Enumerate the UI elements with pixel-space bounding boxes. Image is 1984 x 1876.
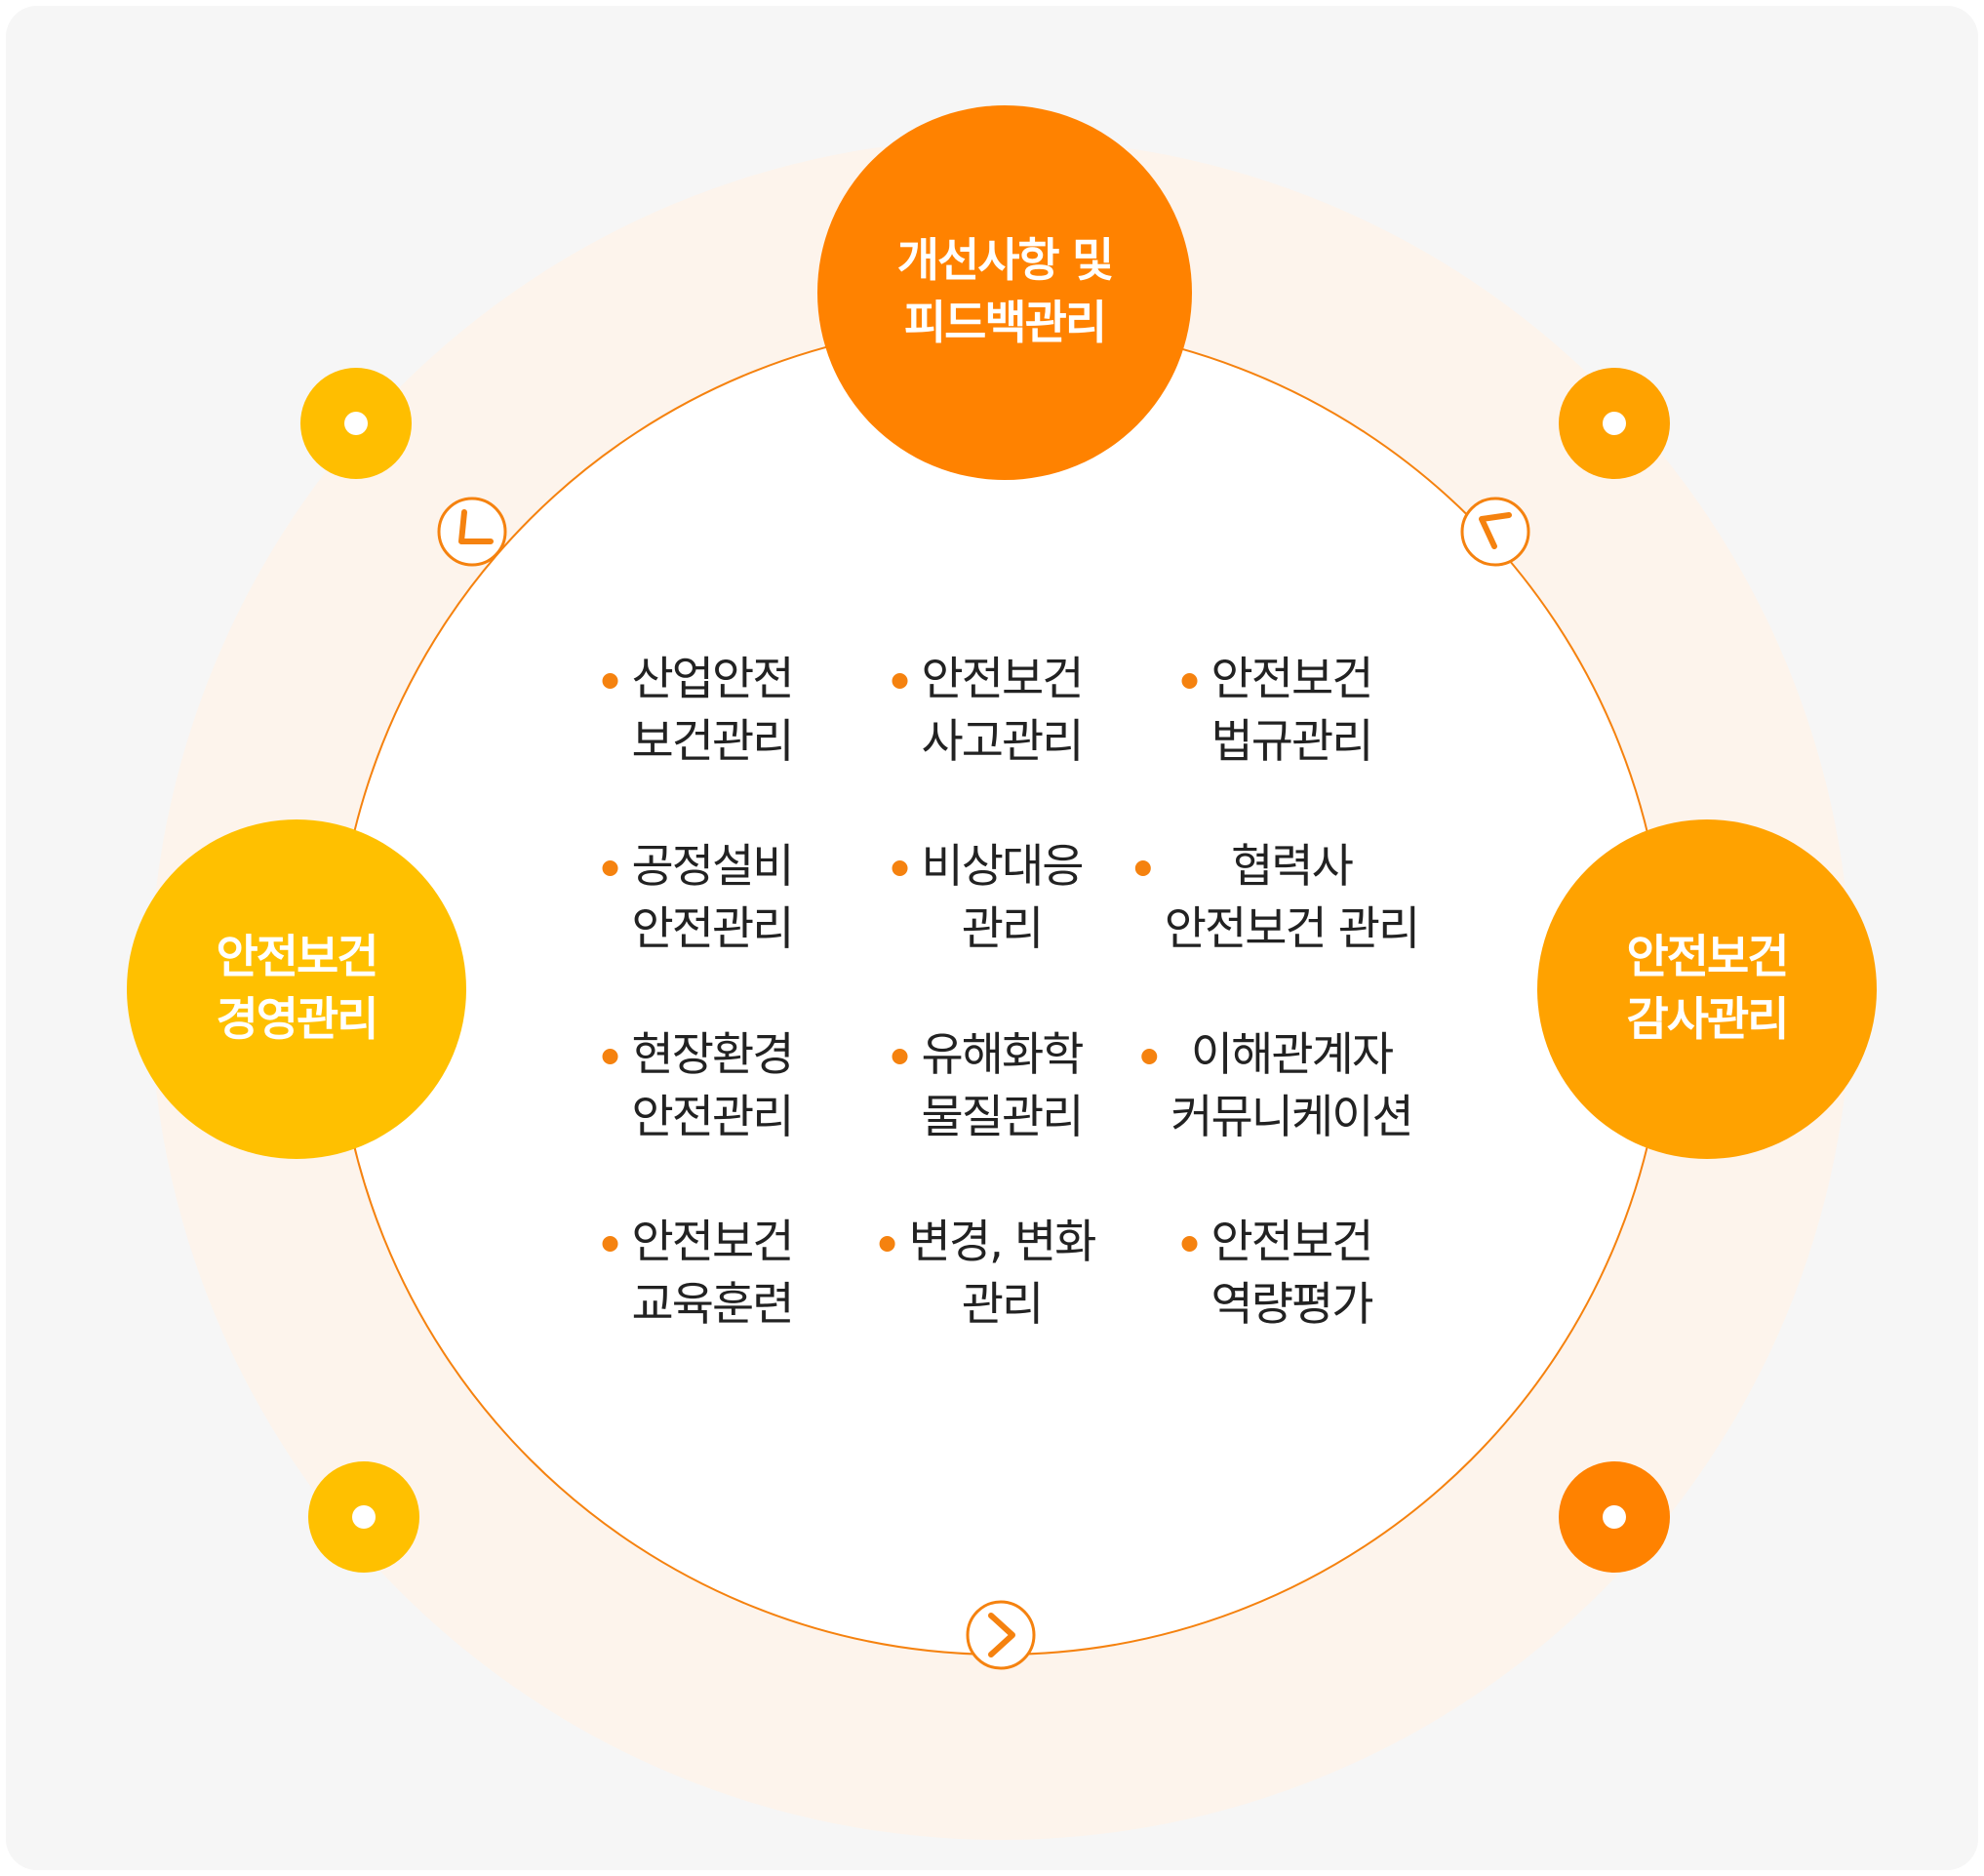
item-hazardous-chemicals: 유해화학 물질관리 — [892, 1024, 1085, 1149]
item-partner-safety: 협력사 안전보건 관리 — [1134, 836, 1420, 961]
hub-right-line2: 감사관리 — [1626, 993, 1790, 1047]
item-regulation-management: 안전보건 법규관리 — [1181, 649, 1374, 774]
bullet-dot — [1181, 1236, 1198, 1252]
hub-left-line2: 경영관리 — [216, 993, 379, 1047]
marker-bottom-right — [1559, 1461, 1670, 1573]
item-line1: 이해관계자 — [1190, 1028, 1394, 1082]
bullet-dot — [892, 860, 908, 876]
item-line2: 물질관리 — [921, 1091, 1085, 1144]
item-safety-training: 안전보건 교육훈련 — [602, 1212, 795, 1337]
chevron-right-icon — [966, 1600, 1036, 1670]
item-line1: 현장환경 — [631, 1028, 795, 1082]
item-line2: 관리 — [961, 1278, 1044, 1332]
item-line1: 변경, 변화 — [908, 1216, 1097, 1269]
item-line2: 안전관리 — [631, 902, 795, 956]
item-process-equipment: 공정설비 안전관리 — [602, 836, 795, 961]
bullet-dot — [1134, 860, 1151, 876]
item-line2: 법규관리 — [1210, 715, 1374, 769]
item-line2: 안전관리 — [631, 1091, 795, 1144]
hub-left-label: 안전보건 경영관리 — [216, 927, 379, 1052]
bullet-dot — [892, 1049, 908, 1064]
marker-bottom-left — [308, 1461, 419, 1573]
hub-left-line1: 안전보건 — [216, 931, 379, 984]
item-line2: 사고관리 — [921, 715, 1085, 769]
hub-right-label: 안전보건 감사관리 — [1626, 927, 1790, 1052]
item-line1: 협력사 — [1231, 840, 1354, 894]
hub-top-label: 개선사항 및 피드백관리 — [896, 230, 1115, 355]
item-line2: 역량평가 — [1210, 1278, 1374, 1332]
bullet-dot — [602, 673, 618, 689]
item-stakeholder-communication: 이해관계자 커뮤니케이션 — [1141, 1024, 1414, 1149]
hub-right-circle — [1537, 819, 1877, 1159]
item-line2: 보건관리 — [631, 715, 795, 769]
chevron-up-left-icon — [1460, 497, 1530, 567]
item-line1: 안전보건 — [921, 653, 1085, 706]
item-line1: 산업안전 — [631, 653, 795, 706]
bullet-dot — [1181, 673, 1198, 689]
bullet-dot — [879, 1236, 895, 1252]
chevron-down-left-icon — [437, 497, 507, 567]
bullet-dot — [892, 673, 908, 689]
hub-top-line1: 개선사항 및 — [896, 234, 1115, 288]
item-line1: 안전보건 — [1210, 653, 1374, 706]
item-line1: 안전보건 — [631, 1216, 795, 1269]
item-line1: 안전보건 — [1210, 1216, 1374, 1269]
bullet-dot — [1141, 1049, 1158, 1064]
item-competency-evaluation: 안전보건 역량평가 — [1181, 1212, 1374, 1337]
item-line1: 비상대응 — [921, 840, 1085, 894]
item-emergency-response: 비상대응 관리 — [892, 836, 1085, 961]
item-site-environment: 현장환경 안전관리 — [602, 1024, 795, 1149]
item-line1: 공정설비 — [631, 840, 795, 894]
item-line2: 커뮤니케이션 — [1171, 1091, 1413, 1144]
item-change-management: 변경, 변화 관리 — [879, 1212, 1097, 1337]
bullet-dot — [602, 1236, 618, 1252]
item-line1: 유해화학 — [921, 1028, 1085, 1082]
marker-top-left — [300, 368, 412, 479]
bullet-dot — [602, 1049, 618, 1064]
item-line2: 관리 — [961, 902, 1044, 956]
hub-right-line1: 안전보건 — [1626, 931, 1790, 984]
item-industrial-safety: 산업안전 보건관리 — [602, 649, 795, 774]
hub-left-circle — [127, 819, 466, 1159]
item-line2: 안전보건 관리 — [1164, 902, 1420, 956]
marker-top-right — [1559, 368, 1670, 479]
bullet-dot — [602, 860, 618, 876]
hub-top-circle — [817, 105, 1192, 480]
item-line2: 교육훈련 — [631, 1278, 795, 1332]
hub-top-line2: 피드백관리 — [903, 297, 1107, 350]
item-accident-management: 안전보건 사고관리 — [892, 649, 1085, 774]
